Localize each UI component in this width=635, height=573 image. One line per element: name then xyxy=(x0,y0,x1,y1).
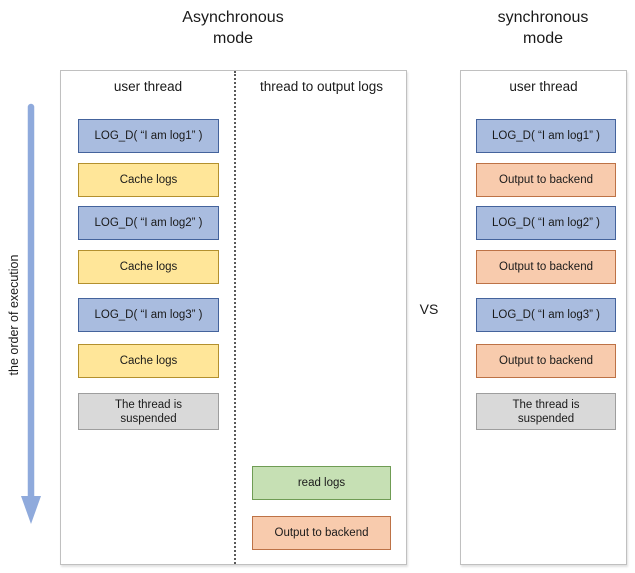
column-header-user-thread-sync: user thread xyxy=(509,79,578,94)
box-log-d-3: LOG_D( “I am log3” ) xyxy=(78,298,219,332)
box-label: Output to backend xyxy=(274,527,369,539)
async-mode-title: Asynchronous mode xyxy=(133,7,333,49)
box-log-d-1: LOG_D( “I am log1” ) xyxy=(78,119,219,153)
execution-order-arrow-icon xyxy=(21,103,41,524)
box-label: LOG_D( “I am log2” ) xyxy=(94,217,203,229)
sync-mode-title: synchronous mode xyxy=(443,7,635,49)
box-label: Cache logs xyxy=(119,355,178,367)
async-mode-panel: user thread thread to output logs LOG_D(… xyxy=(60,70,407,565)
box-read-logs: read logs xyxy=(252,466,391,500)
box-log-d-1: LOG_D( “I am log1” ) xyxy=(476,119,616,153)
box-label: LOG_D( “I am log2” ) xyxy=(492,217,600,229)
async-mode-title-line1: Asynchronous xyxy=(182,9,284,26)
box-label: Output to backend xyxy=(499,174,593,186)
box-label: Cache logs xyxy=(119,174,178,186)
box-log-d-2: LOG_D( “I am log2” ) xyxy=(476,206,616,240)
sync-mode-title-line2: mode xyxy=(522,30,564,47)
box-label: Output to backend xyxy=(499,261,593,273)
box-thread-suspended: The thread is suspended xyxy=(476,393,616,430)
box-label: Cache logs xyxy=(119,261,178,273)
box-log-d-3: LOG_D( “I am log3” ) xyxy=(476,298,616,332)
thread-divider-dotted-line xyxy=(234,71,236,564)
box-output-to-backend-2: Output to backend xyxy=(476,250,616,284)
box-label: LOG_D( “I am log1” ) xyxy=(492,130,600,142)
column-header-output-thread: thread to output logs xyxy=(259,79,384,94)
box-cache-logs-3: Cache logs xyxy=(78,344,219,378)
box-label: The thread is suspended xyxy=(114,398,183,425)
box-label: LOG_D( “I am log3” ) xyxy=(94,309,203,321)
sync-mode-panel: user thread LOG_D( “I am log1” ) Output … xyxy=(460,70,627,565)
box-output-to-backend-1: Output to backend xyxy=(476,163,616,197)
box-label: The thread is suspended xyxy=(512,398,580,425)
box-label: LOG_D( “I am log3” ) xyxy=(492,309,600,321)
box-thread-suspended: The thread is suspended xyxy=(78,393,219,430)
box-output-to-backend-3: Output to backend xyxy=(476,344,616,378)
box-cache-logs-2: Cache logs xyxy=(78,250,219,284)
sync-mode-title-line1: synchronous xyxy=(497,9,589,26)
async-mode-title-line2: mode xyxy=(212,30,254,47)
vs-label: VS xyxy=(419,301,439,317)
box-label: LOG_D( “I am log1” ) xyxy=(94,130,203,142)
box-output-to-backend: Output to backend xyxy=(252,516,391,550)
box-label: read logs xyxy=(297,477,346,489)
execution-order-label: the order of execution xyxy=(7,254,21,376)
box-log-d-2: LOG_D( “I am log2” ) xyxy=(78,206,219,240)
box-cache-logs-1: Cache logs xyxy=(78,163,219,197)
column-header-user-thread: user thread xyxy=(113,79,183,94)
box-label: Output to backend xyxy=(499,355,593,367)
